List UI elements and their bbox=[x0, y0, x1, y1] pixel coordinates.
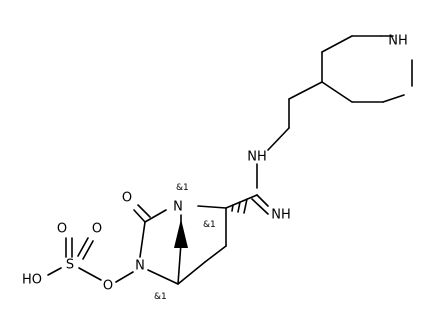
bond bbox=[147, 269, 179, 285]
bond bbox=[321, 81, 353, 103]
hash bbox=[231, 204, 234, 212]
bond bbox=[47, 267, 62, 276]
ethyl-linker bbox=[267, 81, 323, 151]
ester-o-label: O bbox=[103, 279, 113, 294]
bond bbox=[321, 35, 353, 53]
ring-n-label: N bbox=[135, 259, 145, 274]
piperidine-nh-label: NH bbox=[388, 34, 408, 49]
bond bbox=[144, 209, 167, 223]
imine-nh-label: NH bbox=[271, 208, 291, 223]
sulfonyl-o2-label: O bbox=[92, 222, 102, 237]
sulfur-label: S bbox=[66, 258, 74, 273]
double-bond bbox=[82, 240, 94, 260]
bicyclic-core bbox=[139, 205, 227, 285]
bond bbox=[177, 261, 206, 285]
bridge-wedge bbox=[174, 219, 188, 248]
bond bbox=[115, 271, 134, 283]
bond bbox=[177, 242, 182, 285]
double-bond bbox=[251, 198, 269, 215]
piperidine-ring bbox=[321, 35, 413, 103]
stereo-label: &1 bbox=[154, 292, 167, 302]
hash bbox=[237, 201, 241, 213]
amine-nh-label: NH bbox=[247, 150, 267, 165]
double-bond bbox=[133, 209, 146, 223]
stereo-label: &1 bbox=[203, 220, 216, 230]
bond bbox=[225, 194, 258, 209]
bond bbox=[382, 94, 405, 103]
bond bbox=[204, 245, 227, 263]
double-bond bbox=[77, 237, 89, 257]
carbonyl bbox=[133, 204, 151, 223]
amidine-group bbox=[225, 163, 269, 215]
bond bbox=[197, 205, 227, 209]
sulfate-ester bbox=[47, 237, 134, 283]
bond bbox=[288, 81, 323, 100]
sulfonyl-o1-label: O bbox=[57, 222, 67, 237]
hydroxyl-label: HO bbox=[22, 273, 42, 288]
bond bbox=[267, 127, 290, 151]
carbonyl-o-label: O bbox=[122, 191, 132, 206]
bridge-n-label: N bbox=[173, 200, 183, 215]
bond bbox=[78, 267, 102, 281]
hash bbox=[243, 198, 248, 214]
stereo-label: &1 bbox=[176, 183, 189, 193]
bond bbox=[139, 221, 146, 258]
double-bond bbox=[137, 204, 151, 218]
double-bond bbox=[256, 194, 269, 207]
hashed-wedge bbox=[231, 198, 248, 214]
